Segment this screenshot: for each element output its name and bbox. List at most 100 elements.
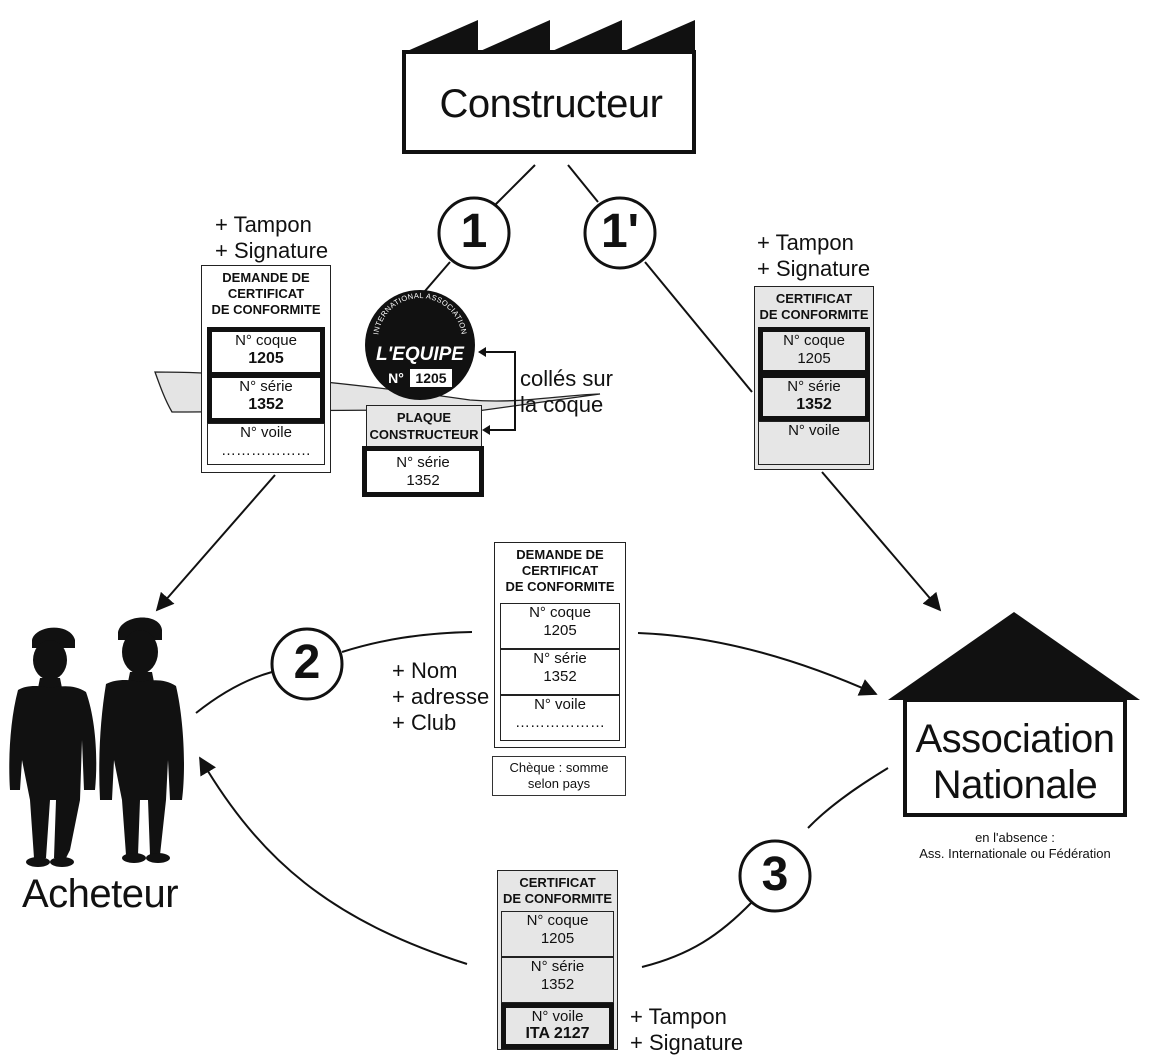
certificat-top-title-l1: CERTIFICAT — [775, 291, 853, 306]
voile-dots: ……………… — [515, 714, 605, 731]
curve-acheteur-2 — [195, 671, 273, 714]
coque-label: N° coque — [235, 332, 297, 349]
line-1p-bottom — [644, 261, 753, 393]
plaque-l2: CONSTRUCTEUR — [369, 427, 479, 442]
serie-value: 1352 — [248, 396, 284, 413]
voile-value: ITA 2127 — [525, 1025, 590, 1042]
step-1p-label: 1' — [600, 205, 640, 258]
demande-top-serie: N° série 1352 — [207, 373, 325, 423]
certificat-bottom-serie: N° série 1352 — [501, 957, 614, 1003]
arrow-certificat-to-association — [821, 471, 942, 612]
cheque-l1: Chèque : somme — [509, 760, 609, 775]
association-line1: Association — [915, 717, 1115, 761]
demande-top-title-l1: DEMANDE DE — [222, 270, 310, 285]
voile-label: N° voile — [534, 696, 586, 713]
demande-card-top: DEMANDE DE CERTIFICAT DE CONFORMITE N° c… — [201, 265, 331, 473]
certificat-bottom-title: CERTIFICAT DE CONFORMITE — [498, 871, 617, 907]
demande-mid-title-l1: DEMANDE DE — [516, 547, 604, 562]
step-1-circle — [437, 196, 511, 270]
serie-label: N° série — [787, 378, 841, 395]
step-1-label: 1 — [460, 205, 488, 258]
line-1p-top — [567, 164, 599, 203]
tampon-right-signature: + Signature — [757, 256, 871, 281]
demande-top-voile: N° voile ……………… — [207, 423, 325, 465]
step-2-label: 2 — [293, 636, 321, 689]
absence-line2: Ass. Internationale ou Fédération — [919, 846, 1111, 861]
demande-card-middle: DEMANDE DE CERTIFICAT DE CONFORMITE N° c… — [494, 542, 626, 748]
coque-value: 1205 — [543, 622, 577, 639]
line-1-top — [494, 164, 536, 206]
tampon-note-left: + Tampon + Signature — [215, 212, 328, 264]
sticker-num-label: N° — [388, 370, 404, 386]
absence-line1: en l'absence : — [975, 830, 1055, 845]
serie-label: N° série — [530, 958, 585, 975]
certificat-top-voile: N° voile — [758, 421, 870, 465]
association-house-icon — [888, 612, 1140, 817]
voile-dots: ……………… — [221, 442, 311, 459]
step-2-circle — [270, 627, 344, 701]
plaque-card: PLAQUE CONSTRUCTEUR — [366, 405, 482, 447]
serie-value: 1352 — [540, 976, 575, 993]
sticker-num-value: 1205 — [415, 370, 446, 386]
acheteur-label: Acheteur — [22, 872, 179, 916]
certificat-top-serie: N° série 1352 — [758, 373, 870, 421]
arrow-demande-to-acheteur — [155, 474, 276, 612]
serie-label: N° série — [533, 650, 587, 667]
arrow-demande-to-association — [637, 632, 878, 696]
plaque-serie-label: N° série — [396, 454, 450, 471]
demande-mid-title-l2: CERTIFICAT — [521, 563, 599, 578]
association-label: Association Nationale — [905, 716, 1125, 808]
buyer-nom: + Nom — [392, 658, 458, 683]
step-1p-circle — [583, 196, 657, 270]
voile-label: N° voile — [240, 424, 292, 441]
association-line2: Nationale — [932, 763, 1098, 807]
serie-value: 1352 — [796, 396, 832, 413]
demande-top-title-l3: DE CONFORMITE — [211, 302, 321, 317]
buyer-adresse: + adresse — [392, 684, 490, 709]
tampon-left-signature: + Signature — [215, 238, 329, 263]
certificat-card-bottom: CERTIFICAT DE CONFORMITE N° coque 1205 N… — [497, 870, 618, 1050]
tampon-left-tampon: + Tampon — [215, 212, 312, 237]
certificat-top-title: CERTIFICAT DE CONFORMITE — [755, 287, 873, 323]
demande-mid-title: DEMANDE DE CERTIFICAT DE CONFORMITE — [495, 543, 625, 595]
coque-label: N° coque — [783, 332, 845, 349]
plaque-l1: PLAQUE — [396, 410, 452, 425]
curve-2-demande — [341, 631, 473, 653]
certificat-bottom-title-l2: DE CONFORMITE — [502, 891, 613, 906]
sticker-brand: L'EQUIPE — [376, 344, 465, 365]
acheteur-figures-icon — [9, 617, 184, 867]
demande-mid-coque: N° coque 1205 — [500, 603, 620, 649]
cheque-box: Chèque : somme selon pays — [492, 756, 626, 796]
demande-mid-voile: N° voile ……………… — [500, 695, 620, 741]
coque-label: N° coque — [529, 604, 591, 621]
tampon-bottom-signature: + Signature — [630, 1030, 744, 1055]
constructeur-label: Constructeur — [439, 82, 663, 126]
cheque-l2: selon pays — [527, 776, 591, 791]
plaque-serie-value: 1352 — [406, 472, 440, 489]
equipe-sticker: INTERNATIONAL ASSOCIATION L'EQUIPE N° 12… — [365, 290, 475, 400]
buyer-club: + Club — [392, 710, 457, 735]
coque-label: N° coque — [526, 912, 589, 929]
tampon-note-bottom: + Tampon + Signature — [630, 1004, 743, 1056]
voile-label: N° voile — [788, 422, 840, 439]
colles-line1: collés sur — [520, 366, 613, 391]
arrow-certificat-to-acheteur — [199, 756, 468, 965]
coque-value: 1205 — [797, 350, 831, 367]
curve-association-3 — [807, 767, 889, 829]
demande-top-coque: N° coque 1205 — [207, 327, 325, 377]
absence-note: en l'absence : Ass. Internationale ou Fé… — [890, 830, 1140, 862]
certificat-top-title-l2: DE CONFORMITE — [759, 307, 869, 322]
curve-3-certificat — [641, 901, 753, 968]
demande-mid-serie: N° série 1352 — [500, 649, 620, 695]
certificat-bottom-coque: N° coque 1205 — [501, 911, 614, 957]
colles-note: collés sur la coque — [520, 366, 613, 418]
factory-icon — [402, 20, 696, 154]
step-3-label: 3 — [761, 848, 789, 901]
serie-label: N° série — [239, 378, 293, 395]
colles-line2: la coque — [520, 392, 604, 417]
tampon-note-right: + Tampon + Signature — [757, 230, 870, 282]
demande-mid-title-l3: DE CONFORMITE — [505, 579, 615, 594]
certificat-top-coque: N° coque 1205 — [758, 327, 870, 375]
buyer-info-note: + Nom + adresse + Club — [392, 658, 489, 736]
colles-bracket — [482, 351, 516, 431]
